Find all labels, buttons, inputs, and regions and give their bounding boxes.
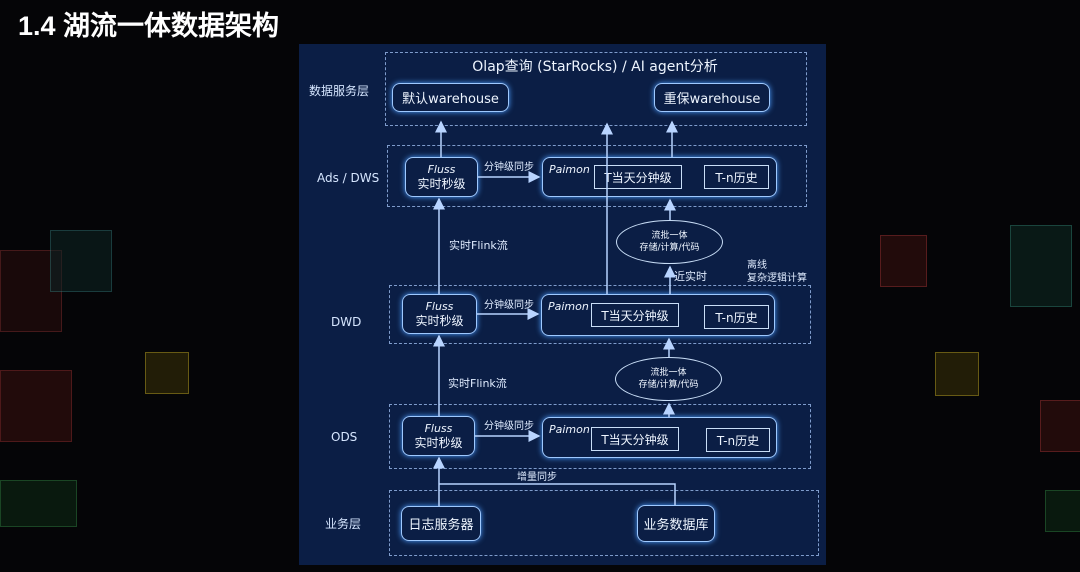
layer-label-ads: Ads / DWS — [317, 171, 380, 185]
fluss-name: Fluss — [425, 300, 454, 313]
fluss-box-ods: Fluss 实时秒级 — [402, 416, 475, 456]
paimon-name: Paimon — [549, 423, 590, 436]
paimon-name: Paimon — [549, 163, 590, 176]
fluss-box-dwd: Fluss 实时秒级 — [402, 294, 477, 334]
ellipse-line2: 存储/计算/代码 — [639, 243, 700, 253]
fluss-box-ads: Fluss 实时秒级 — [405, 157, 478, 197]
incremental-sync-label: 增量同步 — [517, 472, 557, 483]
near-realtime-label: 近实时 — [674, 270, 707, 283]
paimon-box-dwd: Paimon — [541, 294, 775, 336]
fluss-desc: 实时秒级 — [417, 177, 466, 191]
service-layer-container — [385, 52, 807, 126]
layer-label-dwd: DWD — [331, 315, 362, 329]
sync-label-dwd: 分钟级同步 — [484, 300, 534, 311]
background-decoration — [1010, 225, 1072, 307]
paimon-today-dwd: T当天分钟级 — [591, 303, 679, 327]
ellipse-line2: 存储/计算/代码 — [638, 380, 699, 390]
layer-label-biz: 业务层 — [325, 517, 362, 531]
background-decoration — [935, 352, 979, 396]
architecture-diagram: 数据服务层 Ads / DWS DWD ODS 业务层 Olap查询 (Star… — [299, 44, 826, 565]
background-decoration — [1040, 400, 1080, 452]
paimon-box-ods: Paimon — [542, 417, 777, 458]
fluss-desc: 实时秒级 — [414, 436, 463, 450]
slide-title: 1.4 湖流一体数据架构 — [18, 11, 280, 41]
offline-label-line2: 复杂逻辑计算 — [747, 273, 807, 284]
ellipse-line1: 流批一体 — [651, 231, 688, 241]
connector-arrows — [433, 120, 678, 506]
paimon-today-ods: T当天分钟级 — [591, 427, 679, 451]
key-warehouse-box: 重保warehouse — [654, 83, 770, 112]
flink-label-upper: 实时Flink流 — [449, 239, 508, 252]
paimon-box-ads: Paimon — [542, 157, 777, 197]
ellipse-line1: 流批一体 — [650, 368, 687, 378]
stream-batch-ellipse-lower: 流批一体 存储/计算/代码 — [615, 357, 722, 401]
business-db-box: 业务数据库 — [637, 505, 715, 542]
paimon-history-ods: T-n历史 — [706, 428, 770, 452]
paimon-name: Paimon — [548, 300, 589, 313]
layer-label-ods: ODS — [331, 430, 358, 444]
background-decoration — [145, 352, 189, 394]
flink-label-lower: 实时Flink流 — [448, 377, 507, 390]
stream-batch-ellipse-upper: 流批一体 存储/计算/代码 — [616, 220, 723, 264]
paimon-history-dwd: T-n历史 — [704, 305, 769, 329]
olap-query-title: Olap查询 (StarRocks) / AI agent分析 — [472, 59, 718, 75]
background-decoration — [0, 370, 72, 442]
background-decoration — [50, 230, 112, 292]
ads-layer-container — [387, 145, 807, 207]
fluss-desc: 实时秒级 — [415, 314, 464, 328]
background-decoration — [880, 235, 927, 287]
offline-label-line1: 离线 — [747, 260, 767, 271]
dwd-layer-container — [389, 285, 811, 344]
log-server-box: 日志服务器 — [401, 506, 481, 541]
fluss-name: Fluss — [427, 163, 456, 176]
biz-layer-container — [389, 490, 819, 556]
default-warehouse-box: 默认warehouse — [392, 83, 509, 112]
sync-label-ods: 分钟级同步 — [484, 421, 534, 432]
paimon-today-ads: T当天分钟级 — [594, 165, 682, 189]
ods-layer-container — [389, 404, 811, 469]
fluss-name: Fluss — [424, 422, 453, 435]
background-decoration — [0, 480, 77, 527]
arrow-biz-db-incremental — [439, 483, 676, 505]
layer-label-service: 数据服务层 — [309, 84, 370, 98]
sync-label-ads: 分钟级同步 — [484, 162, 534, 173]
background-decoration — [1045, 490, 1080, 532]
paimon-history-ads: T-n历史 — [704, 165, 769, 189]
